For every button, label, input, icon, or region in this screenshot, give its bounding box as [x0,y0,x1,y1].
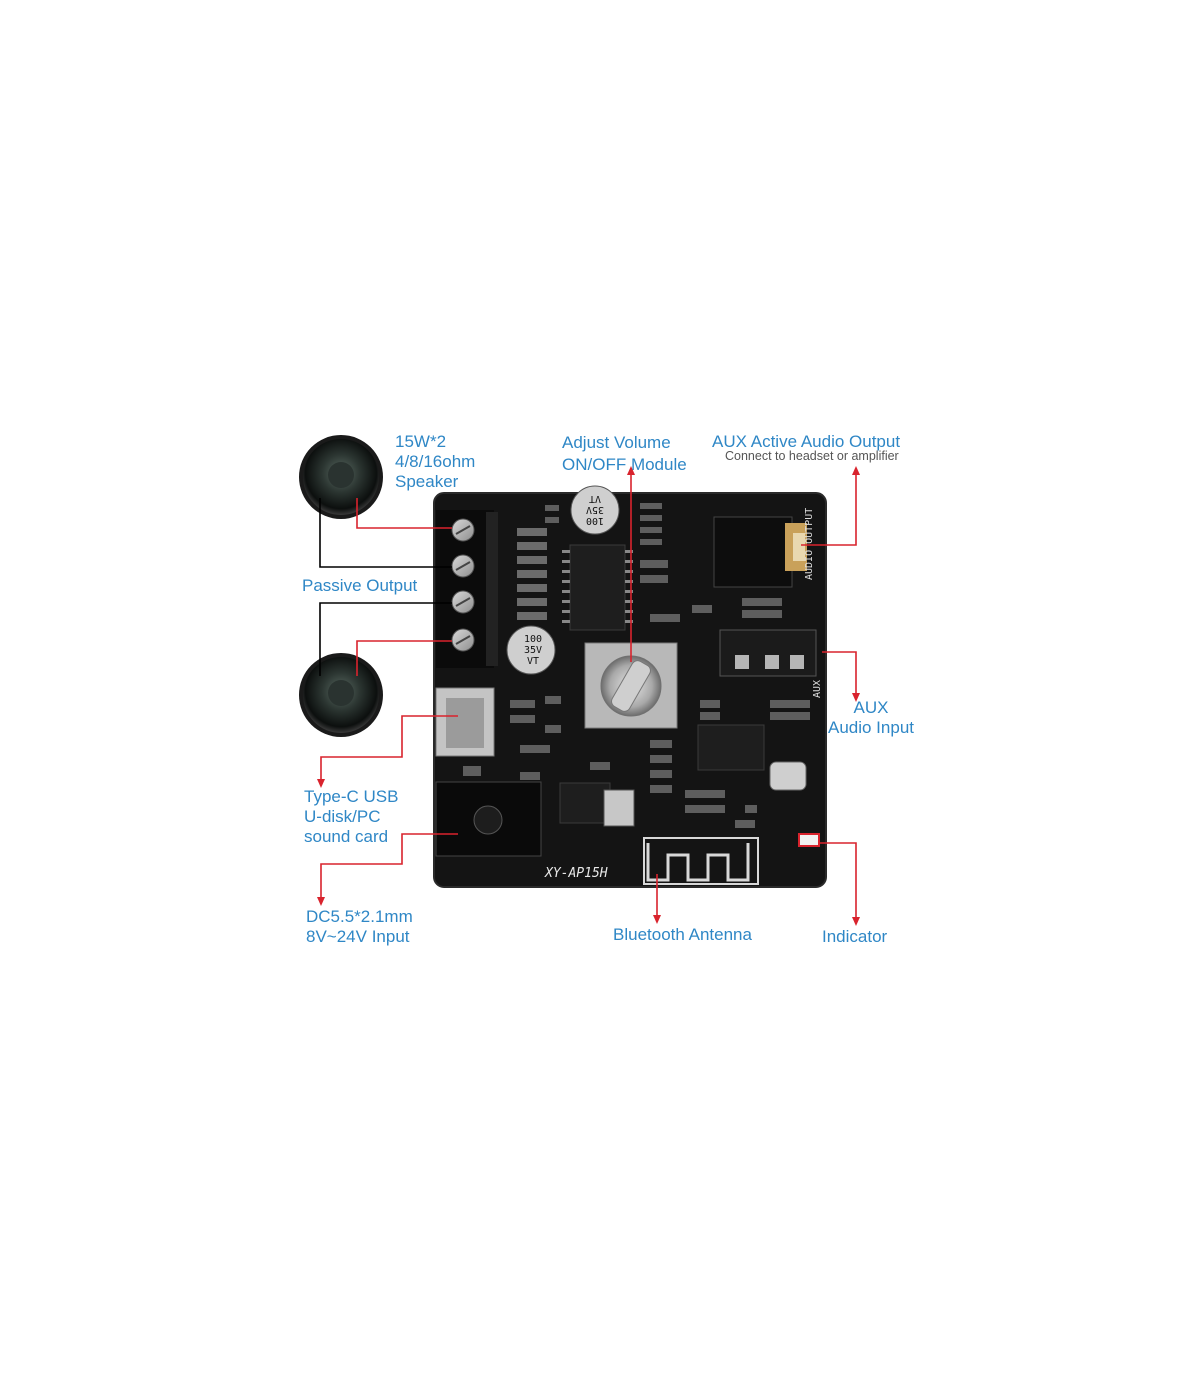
arrow-heads [317,466,860,926]
bluetooth-antenna-label: Bluetooth Antenna [613,925,752,944]
pcb-board: 100 35V VT 100 35V VT [433,485,827,888]
passive-output-label: Passive Output [302,576,418,595]
indicator-led [798,833,820,847]
capacitor-middle: 100 35V VT [506,625,556,675]
svg-text:100: 100 [586,515,604,526]
dc-barrel-jack [435,781,542,857]
aux-output-subtitle: Connect to headset or amplifier [725,449,899,463]
svg-text:VT: VT [589,493,601,504]
leader-lines [319,472,857,920]
capacitor-top: 100 35V VT [570,485,620,535]
aux-output-title: AUX Active Audio Output [712,432,901,451]
indicator-label: Indicator [822,927,888,946]
volume-knob [584,642,678,729]
type-c-label: Type-C USB U-disk/PC sound card [304,787,399,846]
type-c-port [435,687,495,757]
aux-jack [719,629,817,677]
aux-input-label: AUX Audio Input [827,698,914,737]
svg-text:35V: 35V [586,504,604,515]
speaker-spec-label: 15W*2 4/8/16ohm Speaker [395,432,476,491]
silk-aux: AUX [812,680,823,698]
board-model: XY-AP15H [544,866,608,881]
dc-input-label: DC5.5*2.1mm 8V~24V Input [306,907,413,946]
bluetooth-antenna-trace [643,837,759,885]
silk-audio-output: AUDIO OUTPUT [804,508,815,580]
speaker-top-icon [299,435,383,519]
svg-text:35V: 35V [524,645,542,656]
svg-text:VT: VT [527,656,539,667]
audio-output-jack [713,516,807,588]
adjust-volume-label: Adjust Volume ON/OFF Module [562,433,687,474]
speaker-bottom-icon [299,653,383,737]
svg-text:100: 100 [524,634,542,645]
